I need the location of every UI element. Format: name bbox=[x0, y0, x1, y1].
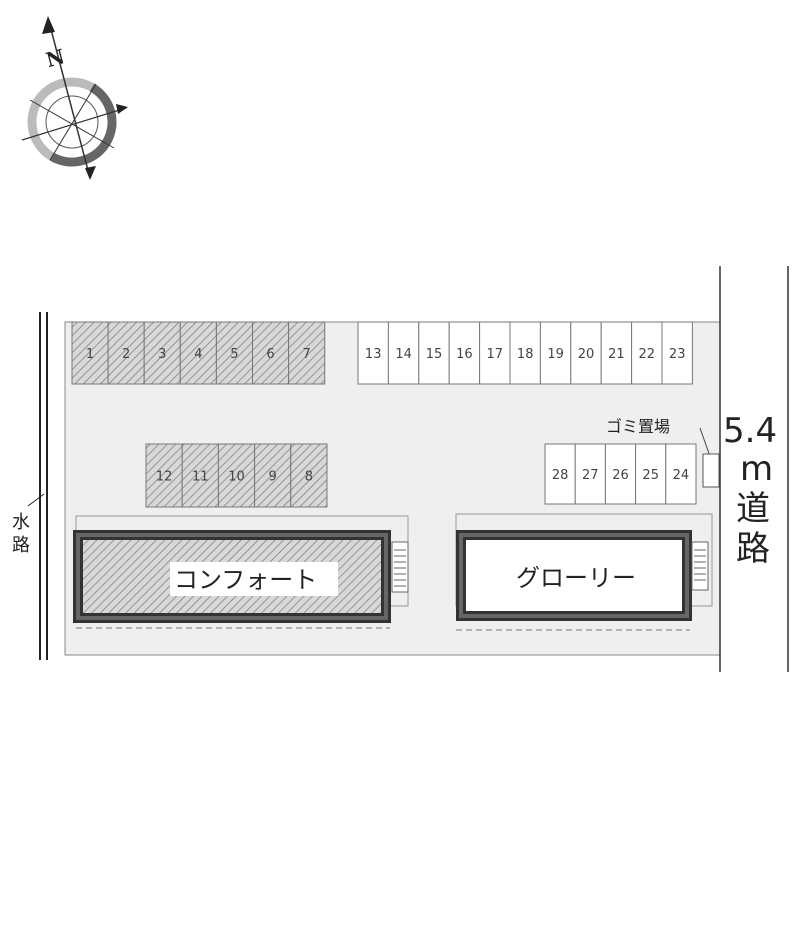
parking-stall-19: 19 bbox=[539, 321, 572, 385]
parking-stall-27: 27 bbox=[574, 443, 606, 505]
parking-stall-number: 8 bbox=[305, 470, 313, 485]
garbage-box bbox=[702, 453, 720, 488]
parking-stall-number: 4 bbox=[194, 347, 202, 362]
parking-stall-number: 19 bbox=[547, 347, 564, 362]
parking-stall-14: 14 bbox=[387, 321, 420, 385]
parking-stall-1: 1 bbox=[71, 321, 109, 385]
parking-stall-11: 11 bbox=[181, 443, 219, 508]
parking-stall-number: 11 bbox=[192, 470, 209, 485]
building-name-comfort: コンフォート bbox=[174, 566, 317, 594]
parking-stall-number: 12 bbox=[156, 470, 173, 485]
road-width-label: 5.4 bbox=[723, 411, 777, 451]
parking-stall-number: 2 bbox=[122, 347, 130, 362]
parking-stall-5: 5 bbox=[215, 321, 253, 385]
north-label: N bbox=[43, 44, 67, 72]
parking-stall-number: 13 bbox=[365, 347, 382, 362]
parking-stall-3: 3 bbox=[143, 321, 181, 385]
parking-stall-4: 4 bbox=[179, 321, 217, 385]
parking-stall-18: 18 bbox=[509, 321, 541, 385]
road: 5.4 m 道 路 bbox=[719, 266, 789, 672]
parking-stall-number: 9 bbox=[269, 470, 277, 485]
building-glory: グローリー bbox=[455, 513, 713, 631]
parking-stall-25: 25 bbox=[635, 443, 667, 505]
parking-stall-number: 17 bbox=[487, 347, 504, 362]
parking-stall-number: 1 bbox=[86, 347, 94, 362]
parking-stall-number: 7 bbox=[303, 347, 311, 362]
stairs bbox=[391, 541, 409, 593]
building-comfort: コンフォート bbox=[73, 515, 409, 629]
parking-stall-number: 27 bbox=[582, 468, 599, 483]
parking-stall-number: 14 bbox=[395, 347, 412, 362]
parking-stall-16: 16 bbox=[448, 321, 481, 385]
parking-stall-23: 23 bbox=[661, 321, 693, 385]
parking-stall-10: 10 bbox=[217, 443, 256, 508]
parking-stall-8: 8 bbox=[290, 443, 328, 508]
parking-stall-15: 15 bbox=[418, 321, 450, 385]
garbage-label: ゴミ置場 bbox=[606, 417, 670, 436]
parking-stall-12: 12 bbox=[145, 443, 183, 508]
parking-stall-number: 26 bbox=[612, 468, 629, 483]
parking-stall-13: 13 bbox=[357, 321, 389, 385]
parking-stall-2: 2 bbox=[107, 321, 145, 385]
parking-stall-20: 20 bbox=[570, 321, 602, 385]
parking-stall-number: 5 bbox=[230, 347, 238, 362]
parking-stall-9: 9 bbox=[254, 443, 292, 508]
road-label-1: 道 bbox=[736, 489, 770, 529]
stairs bbox=[691, 541, 709, 591]
road-unit-label: m bbox=[740, 449, 773, 489]
parking-stall-22: 22 bbox=[631, 321, 663, 385]
parking-stall-24: 24 bbox=[665, 443, 697, 505]
parking-stall-number: 15 bbox=[426, 347, 443, 362]
garbage-area: ゴミ置場 bbox=[606, 417, 720, 488]
parking-stall-number: 24 bbox=[673, 468, 690, 483]
parking-stall-number: 6 bbox=[266, 347, 274, 362]
building-name-glory: グローリー bbox=[516, 564, 636, 592]
parking-stall-number: 28 bbox=[552, 468, 569, 483]
parking-stall-17: 17 bbox=[479, 321, 511, 385]
canal-label-1: 水 bbox=[12, 512, 30, 533]
canal: 水 路 bbox=[12, 312, 48, 660]
compass-rose-icon: N bbox=[21, 16, 128, 180]
canal-label-2: 路 bbox=[12, 535, 30, 556]
road-label-2: 路 bbox=[736, 529, 770, 569]
parking-stall-number: 21 bbox=[608, 347, 625, 362]
parking-stall-21: 21 bbox=[600, 321, 633, 385]
parking-stall-number: 10 bbox=[228, 470, 245, 485]
parking-stall-number: 22 bbox=[639, 347, 656, 362]
parking-stall-7: 7 bbox=[288, 321, 326, 385]
parking-stall-number: 20 bbox=[578, 347, 595, 362]
parking-stall-number: 25 bbox=[642, 468, 659, 483]
parking-stall-number: 3 bbox=[158, 347, 166, 362]
parking-stall-28: 28 bbox=[544, 443, 576, 505]
parking-stall-number: 23 bbox=[669, 347, 686, 362]
parking-stall-6: 6 bbox=[252, 321, 290, 385]
parking-stall-number: 18 bbox=[517, 347, 534, 362]
parking-stall-26: 26 bbox=[604, 443, 637, 505]
parking-stall-number: 16 bbox=[456, 347, 473, 362]
